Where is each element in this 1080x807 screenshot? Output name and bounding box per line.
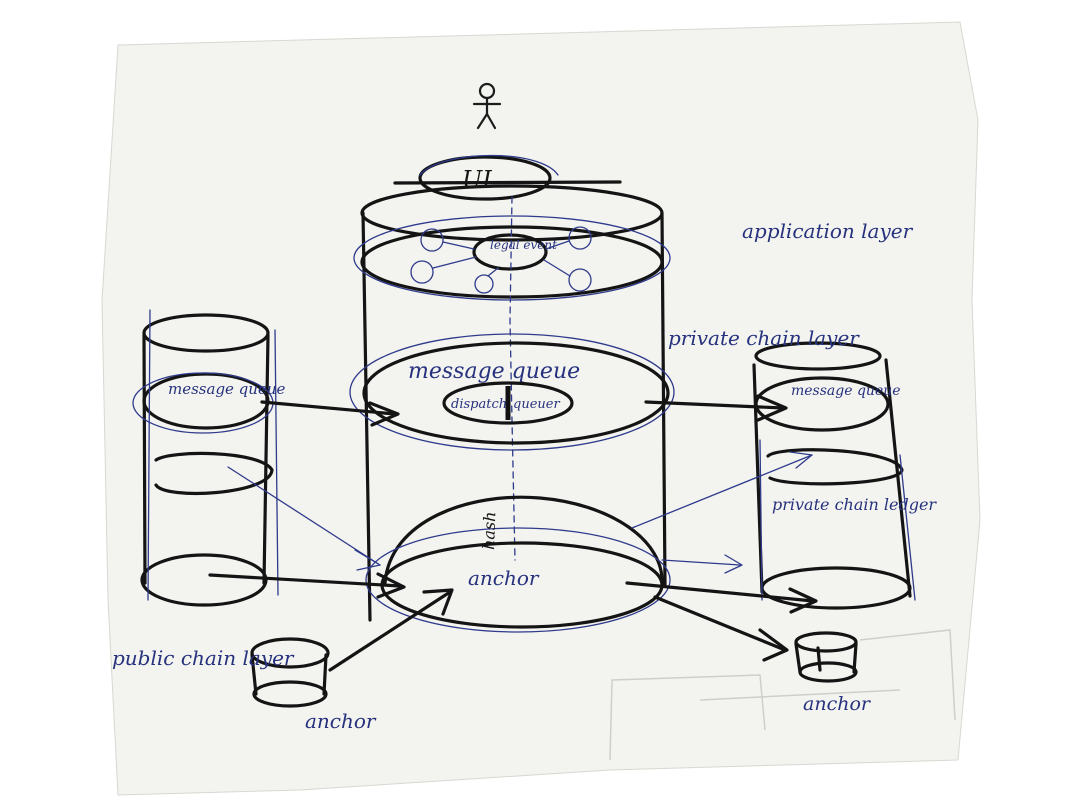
center-anchor-label: anchor	[468, 566, 540, 590]
cylinder-axis-dashed	[509, 196, 516, 561]
private-chain-ledger-label: private chain ledger	[772, 495, 937, 514]
dispatch-queuer-node	[442, 381, 574, 425]
public-chain-layer-label: public chain layer	[112, 646, 295, 670]
application-layer-label: application layer	[742, 219, 914, 243]
arrow-small-anchor-to-anchor	[328, 590, 452, 672]
queuer-label: queuer	[513, 397, 560, 412]
bottom-left-anchor-label: anchor	[305, 709, 377, 733]
left-public-chain-cylinder: message queue	[132, 309, 285, 607]
flow-arrows	[208, 394, 818, 672]
arrow-anchor-to-right-chain	[625, 581, 815, 603]
paper-sheet	[101, 21, 981, 796]
hash-label: hash	[479, 511, 499, 550]
faint-pencil-marks	[609, 629, 956, 761]
bottom-right-anchor-label: anchor	[803, 693, 872, 715]
user-actor-icon	[472, 82, 502, 130]
application-layer-disk: legal event	[353, 215, 671, 301]
bottom-left-anchor-cylinder	[250, 637, 330, 708]
center-anchor-dome: anchor hash	[365, 495, 671, 633]
arrow-left-mq-to-center-mq	[260, 400, 397, 416]
dispatch-label: dispatch	[451, 397, 507, 412]
legal-event-label: legal event	[490, 238, 557, 252]
thin-blue-arrows	[227, 451, 813, 574]
legal-event-node	[472, 233, 548, 271]
private-chain-layer-label: private chain layer	[668, 326, 860, 350]
ui-label: UI	[462, 166, 492, 194]
arrow-left-chain-to-anchor	[208, 573, 402, 588]
bottom-right-anchor-cylinder	[794, 631, 858, 683]
central-cylinder	[360, 180, 667, 622]
service-nodes	[410, 226, 592, 294]
ui-node: UI	[418, 154, 559, 201]
center-message-queue-label: message queue	[408, 359, 580, 384]
arrow-center-mq-to-right-mq	[644, 400, 785, 410]
left-message-queue-label: message queue	[168, 380, 285, 398]
center-message-queue-disk: message queue dispatch queuer	[349, 333, 675, 451]
arrow-anchor-to-right-small-anchor	[653, 595, 787, 652]
right-message-queue-label: message queue	[791, 383, 901, 399]
right-private-chain-cylinder: message queue private chain ledger	[752, 341, 937, 610]
